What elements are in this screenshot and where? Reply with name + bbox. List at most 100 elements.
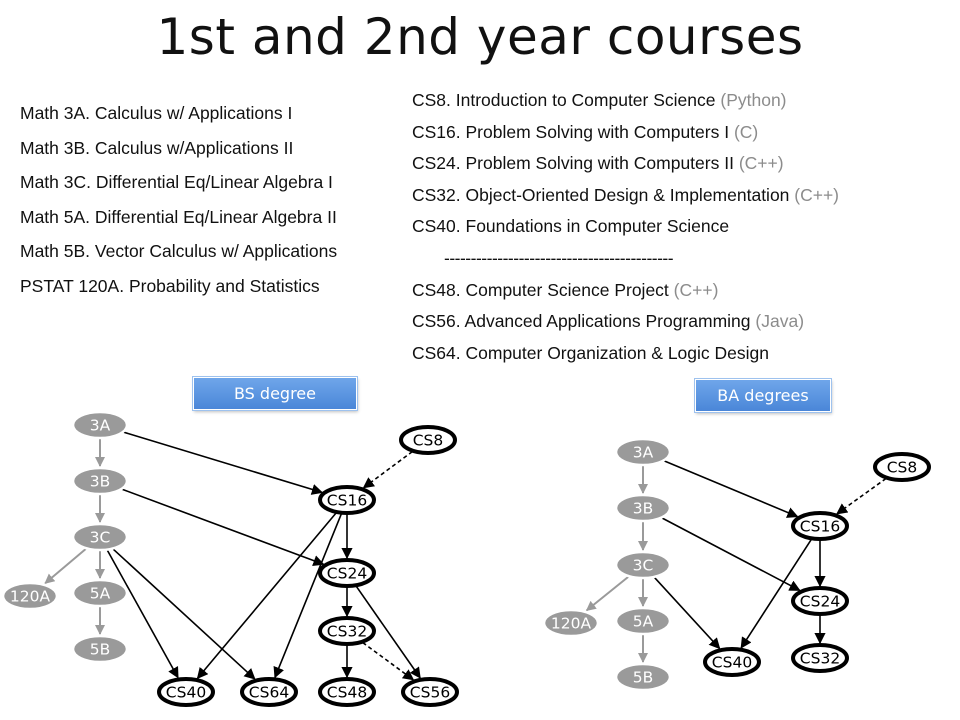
prereq-edge-3b-to-cs24 [661, 517, 801, 592]
prereq-edge-3c-to-cs40 [106, 550, 179, 679]
node-label: 3A [633, 444, 654, 462]
prereq-edge-3c-to-120a [585, 576, 629, 612]
node-label: 5A [90, 585, 111, 603]
bs-node-120a: 120A [1, 581, 59, 611]
bs-node-cs24: CS24 [318, 558, 376, 588]
math-course-item: Math 5A. Differential Eq/Linear Algebra … [20, 206, 337, 227]
node-shape [614, 437, 672, 467]
cs-course-list: CS8. Introduction to Computer Science (P… [412, 85, 839, 369]
node-label: CS24 [327, 565, 367, 583]
bs-node-cs8: CS8 [399, 425, 457, 455]
math-course-list: Math 3A. Calculus w/ Applications I Math… [20, 96, 337, 304]
node-shape [71, 634, 129, 664]
cs-course-language: (C++) [794, 184, 840, 205]
prereq-edge-cs16-to-cs64 [273, 513, 343, 679]
node-label: CS8 [887, 459, 918, 477]
cs-list-divider: ----------------------------------------… [444, 247, 674, 268]
node-shape [614, 662, 672, 692]
prereq-edge-3c-to-120a [44, 548, 87, 584]
bs-node-cs16: CS16 [318, 485, 376, 515]
bs-node-5a: 5A [71, 578, 129, 608]
node-label: CS40 [166, 684, 206, 702]
bs-node-cs64: CS64 [240, 677, 298, 707]
cs-course-language: (Python) [720, 90, 787, 110]
bs-node-cs32: CS32 [318, 616, 376, 646]
node-shape [157, 677, 215, 707]
bs-node-cs48: CS48 [318, 677, 376, 707]
node-shape [614, 606, 672, 636]
cs-course-item: CS16. Problem Solving with Computers I (… [412, 117, 839, 149]
math-course-item: Math 5B. Vector Calculus w/ Applications [20, 241, 338, 262]
node-label: 3C [90, 529, 111, 547]
node-label: CS24 [800, 593, 840, 611]
bs-node-5b: 5B [71, 634, 129, 664]
cs-course-language: (C) [733, 121, 759, 142]
ba-node-5a: 5A [614, 606, 672, 636]
node-label: 5B [633, 669, 654, 687]
cs-course-name: CS24. Problem Solving with Computers II [412, 153, 734, 174]
prereq-edge-cs8-to-cs16 [362, 450, 413, 489]
prereq-edge-cs24-to-cs56 [355, 585, 421, 679]
node-label: CS64 [249, 684, 289, 702]
cs-course-language: (C++) [673, 279, 719, 300]
math-course-item: Math 3A. Calculus w/ Applications I [20, 103, 293, 123]
bs-node-3c: 3C [71, 522, 129, 552]
cs-course-name: CS64. Computer Organization & Logic Desi… [412, 342, 769, 363]
ba-node-5b: 5B [614, 662, 672, 692]
bs-node-cs56: CS56 [401, 677, 459, 707]
cs-course-language: (Java) [755, 311, 805, 332]
prereq-edge-3c-to-cs64 [112, 548, 256, 680]
ba-degrees-badge: BA degrees [695, 379, 831, 412]
node-shape [542, 608, 600, 638]
math-course-item: PSTAT 120A. Probability and Statistics [20, 275, 320, 296]
cs-course-item: CS40. Foundations in Computer Science [412, 211, 839, 243]
cs-course-item: CS24. Problem Solving with Computers II … [412, 148, 839, 180]
node-shape [703, 647, 761, 677]
ba-node-cs32: CS32 [791, 643, 849, 673]
cs-course-language: (C++) [738, 153, 784, 174]
math-course-item: Math 3C. Differential Eq/Linear Algebra … [20, 172, 333, 193]
page-title: 1st and 2nd year courses [156, 8, 804, 66]
bs-node-3a: 3A [71, 410, 129, 440]
node-label: CS8 [413, 432, 444, 450]
node-label: CS56 [410, 684, 450, 702]
ba-node-3b: 3B [614, 493, 672, 523]
node-shape [791, 586, 849, 616]
node-shape [399, 425, 457, 455]
node-shape [318, 616, 376, 646]
node-shape [791, 643, 849, 673]
prereq-edge-3a-to-cs16 [664, 460, 799, 518]
node-label: 3A [90, 417, 111, 435]
ba-node-cs40: CS40 [703, 647, 761, 677]
cs-course-name: CS48. Computer Science Project [412, 279, 669, 300]
node-shape [318, 485, 376, 515]
node-label: CS32 [800, 650, 840, 668]
cs-course-name: CS40. Foundations in Computer Science [412, 216, 730, 237]
node-shape [873, 452, 931, 482]
ba-node-3a: 3A [614, 437, 672, 467]
node-label: CS40 [712, 654, 752, 672]
prereq-edge-cs16-to-cs40 [740, 538, 813, 649]
math-course-item: Math 3B. Calculus w/Applications II [20, 137, 294, 158]
node-shape [614, 550, 672, 580]
node-label: 3C [633, 557, 654, 575]
node-shape [71, 410, 129, 440]
cs-course-name: CS32. Object-Oriented Design & Implement… [412, 184, 790, 205]
bs-node-3b: 3B [71, 466, 129, 496]
node-label: 5A [633, 613, 654, 631]
node-shape [791, 511, 849, 541]
node-label: CS16 [327, 492, 367, 510]
cs-course-item: CS56. Advanced Applications Programming … [412, 306, 839, 338]
ba-node-120a: 120A [542, 608, 600, 638]
node-label: 120A [10, 588, 51, 606]
bs-degree-badge: BS degree [193, 377, 357, 410]
prereq-edge-cs32-to-cs56 [362, 641, 415, 681]
ba-node-cs24: CS24 [791, 586, 849, 616]
node-shape [71, 522, 129, 552]
node-label: CS16 [800, 518, 840, 536]
prereq-edge-cs8-to-cs16 [836, 477, 887, 515]
cs-course-name: CS16. Problem Solving with Computers I [412, 121, 730, 142]
node-shape [1, 581, 59, 611]
